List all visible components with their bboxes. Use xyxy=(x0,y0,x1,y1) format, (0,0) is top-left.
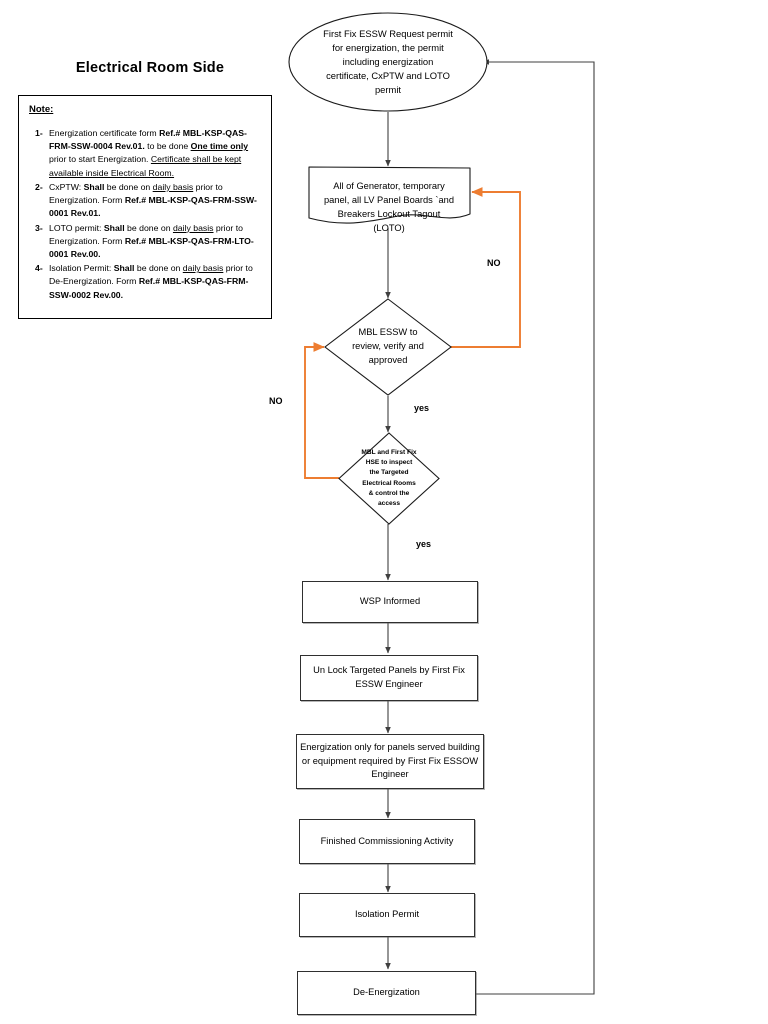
edge-label-yes-upper: yes xyxy=(414,403,430,413)
node-loto-document[interactable]: All of Generator, temporary panel, all L… xyxy=(306,166,472,233)
node-review-decision[interactable]: MBL ESSW to review, verify and approved xyxy=(324,298,452,396)
note-item: 2- CxPTW: Shall be done on daily basis pr… xyxy=(29,181,261,221)
edge-label-no-lower: NO xyxy=(269,396,283,406)
node-loto-label: All of Generator, temporary panel, all L… xyxy=(323,181,455,233)
node-deenergize-process[interactable]: De-Energization xyxy=(297,971,476,1015)
node-finished-process[interactable]: Finished Commissioning Activity xyxy=(299,819,475,864)
note-item: 1- Energization certificate form Ref.# MB… xyxy=(29,127,261,180)
node-inspect-decision[interactable]: MBL and First Fix HSE to inspect the Tar… xyxy=(338,432,440,525)
note-item-text: Isolation Permit: Shall be done on daily… xyxy=(49,263,253,300)
node-energization-label: Energization only for panels served buil… xyxy=(300,741,480,780)
edge-label-yes-lower: yes xyxy=(416,539,432,549)
note-item-number: 4- xyxy=(35,263,43,274)
note-item: 4- Isolation Permit: Shall be done on dai… xyxy=(29,262,261,302)
node-inspect-label: MBL and First Fix HSE to inspect the Tar… xyxy=(361,448,417,507)
note-heading: Note: xyxy=(29,104,54,115)
node-deenergize-label: De-Energization xyxy=(353,987,420,998)
node-start-label: First Fix ESSW Request permit for energi… xyxy=(323,27,453,96)
node-unlock-process[interactable]: Un Lock Targeted Panels by First Fix ESS… xyxy=(300,655,478,701)
node-wsp-label: WSP Informed xyxy=(359,596,421,607)
node-finished-label: Finished Commissioning Activity xyxy=(320,835,454,846)
edge-deenergize-to-start xyxy=(476,59,595,995)
note-item-text: CxPTW: Shall be done on daily basis prio… xyxy=(49,181,257,219)
node-isolation-process[interactable]: Isolation Permit xyxy=(299,893,475,937)
node-start-ellipse[interactable]: First Fix ESSW Request permit for energi… xyxy=(288,12,488,112)
page-title: Electrical Room Side xyxy=(75,60,225,76)
node-energization-process[interactable]: Energization only for panels served buil… xyxy=(296,734,484,789)
note-item: 3- LOTO permit: Shall be done on daily ba… xyxy=(29,222,261,262)
node-review-label: MBL ESSW to review, verify and approved xyxy=(352,327,424,365)
note-item-list: 1- Energization certificate form Ref.# MB… xyxy=(29,127,261,302)
node-wsp-process[interactable]: WSP Informed xyxy=(302,581,478,623)
note-item-number: 1- xyxy=(35,128,43,138)
note-item-text: LOTO permit: Shall be done on daily basi… xyxy=(49,222,254,259)
edge-label-no-upper: NO xyxy=(487,258,501,268)
note-item-text: Energization certificate form Ref.# MBL-… xyxy=(49,128,249,178)
note-box: Note: 1- Energization certificate form Re… xyxy=(18,95,272,319)
node-unlock-label: Un Lock Targeted Panels by First Fix ESS… xyxy=(313,665,465,689)
note-item-number: 2- xyxy=(35,181,43,192)
node-isolation-label: Isolation Permit xyxy=(354,909,420,920)
note-item-number: 3- xyxy=(35,222,43,233)
